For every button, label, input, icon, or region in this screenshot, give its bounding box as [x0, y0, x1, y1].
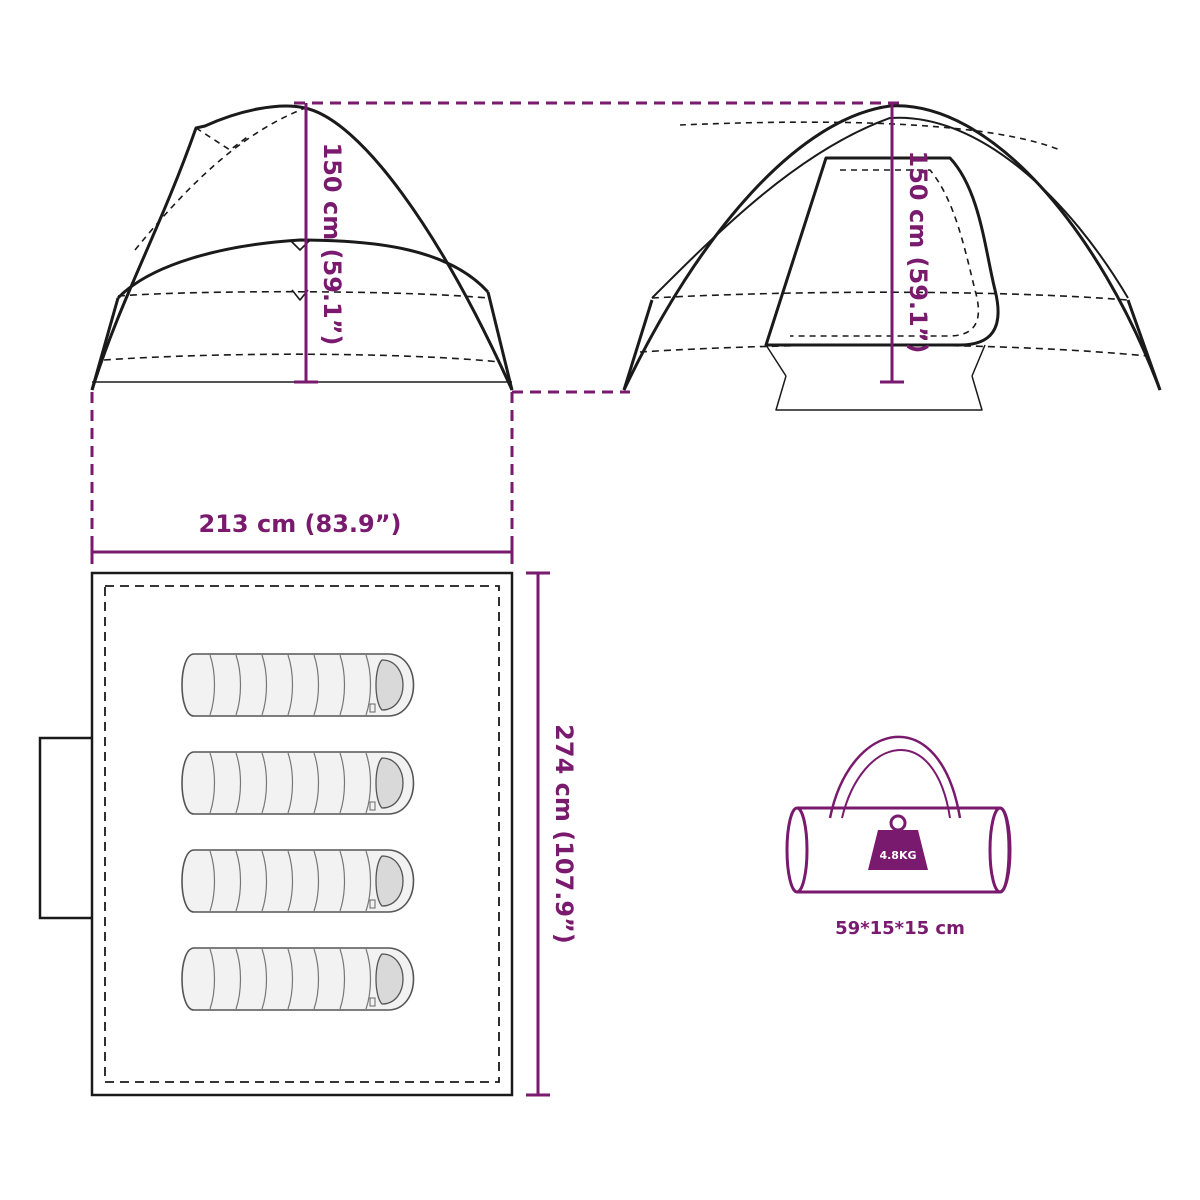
sleeping-bag: [181, 947, 415, 1011]
sleeping-bag: [181, 653, 415, 717]
sleeping-bag: [181, 849, 415, 913]
sleeping-bags: [181, 653, 415, 1011]
tent-floor-plan: [38, 571, 514, 1097]
length-label: 274 cm (107.9”): [550, 724, 578, 944]
tent-side-view: [90, 104, 514, 391]
front-height-label: 150 cm (59.1”): [904, 151, 932, 354]
width-label: 213 cm (83.9”): [199, 510, 402, 538]
dimension-lines: [90, 101, 906, 1097]
sleeping-bag: [181, 751, 415, 815]
side-height-label: 150 cm (59.1”): [318, 143, 346, 346]
tent-front-view: [622, 104, 1162, 411]
weight-label: 4.8KG: [879, 849, 916, 862]
bag-size-label: 59*15*15 cm: [835, 918, 965, 939]
weight-icon: [868, 814, 928, 870]
carry-bag: [785, 735, 1012, 894]
